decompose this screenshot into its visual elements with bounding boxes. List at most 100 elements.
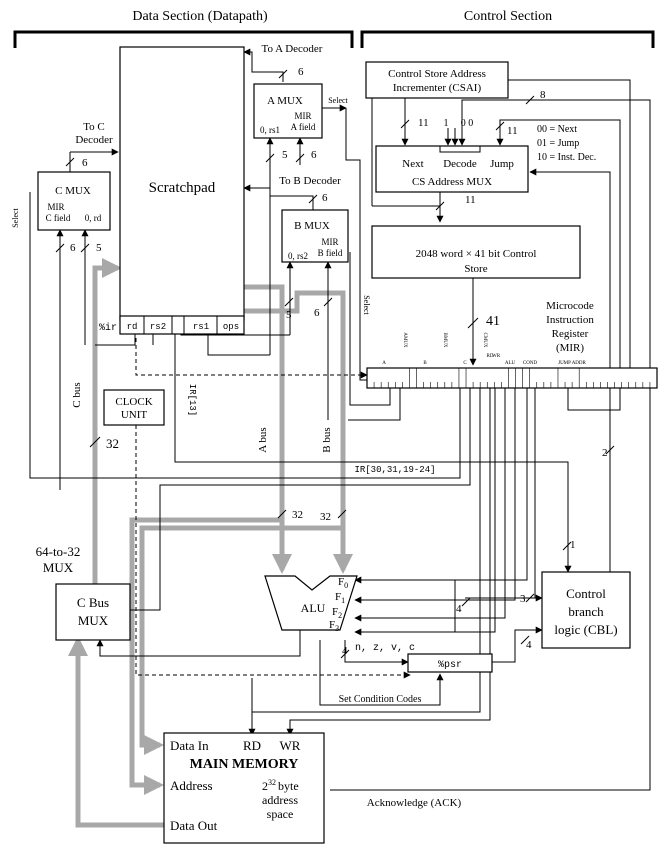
cs-mux-decode: Decode: [443, 158, 477, 170]
svg-text:A bus: A bus: [257, 427, 269, 452]
mir-field-c: C: [463, 361, 467, 366]
scratchpad-label: Scratchpad: [149, 180, 216, 196]
clock-label-1: CLOCK: [115, 396, 152, 408]
mm-address: Address: [170, 778, 213, 793]
cs-address-mux-box: [375, 145, 529, 193]
signal-labels: To A Decoder To C Decoder To B Decoder S…: [11, 43, 462, 809]
cs-mux-title: CS Address MUX: [412, 176, 492, 188]
c-bus-mux-box: [55, 583, 131, 641]
c-bus-mux-label-1: C Bus: [77, 595, 109, 610]
csai-box: [365, 61, 509, 99]
svg-text:32: 32: [106, 436, 119, 451]
scratchpad-box: [119, 46, 245, 321]
svg-text:6: 6: [298, 66, 304, 78]
mm-data-in: Data In: [170, 738, 209, 753]
b-mux-label: B MUX: [294, 220, 330, 232]
svg-text:4: 4: [456, 603, 462, 615]
mir-label-1: Microcode: [546, 300, 594, 312]
svg-text:41: 41: [486, 314, 500, 329]
cbl-label-3: logic (CBL): [554, 622, 617, 637]
csai-label-1: Control Store Address: [388, 68, 486, 80]
data-out-to-cbus-mux: [68, 636, 164, 828]
b-bus-to-data-in: [139, 525, 343, 755]
data-section-header: Data Section (Datapath): [132, 9, 268, 24]
mux-64-32-label-1: 64-to-32: [36, 544, 81, 559]
svg-text:F0: F0: [338, 576, 348, 590]
mir-label-3: Register: [552, 328, 589, 340]
mir-field-cond: COND: [523, 361, 538, 366]
c-bus-line: [92, 258, 122, 585]
svg-text:F1: F1: [335, 591, 345, 605]
mir-field-cmux: CMUX: [482, 332, 487, 347]
svg-text:C bus: C bus: [71, 382, 83, 407]
svg-text:3: 3: [520, 593, 526, 605]
set-cc-label: Set Condition Codes: [339, 694, 422, 705]
const-zero-zero: 0 0: [461, 118, 474, 129]
b-bus-line: [243, 290, 353, 574]
mir-field-alu: ALU: [505, 361, 516, 366]
svg-text:To C: To C: [83, 121, 105, 133]
const-one: 1: [444, 118, 449, 129]
psr-label: %psr: [438, 660, 462, 671]
svg-text:4: 4: [526, 639, 532, 651]
alu-func-bracket: [448, 579, 456, 633]
clock-unit-box: [103, 389, 165, 426]
ir-label: %ir: [99, 322, 117, 334]
svg-text:To A Decoder: To A Decoder: [262, 43, 323, 55]
svg-text:32: 32: [320, 511, 331, 523]
svg-text:6: 6: [322, 192, 328, 204]
svg-text:Decoder: Decoder: [75, 134, 113, 146]
mm-rd: RD: [243, 738, 261, 753]
width-slash-marks: [55, 69, 615, 659]
bus-lines: [68, 258, 353, 828]
mm-title: MAIN MEMORY: [190, 757, 299, 772]
mir-field-a: A: [382, 361, 386, 366]
mm-space-line-3: space: [267, 807, 294, 821]
svg-text:B bus: B bus: [321, 427, 333, 452]
svg-text:5: 5: [282, 149, 288, 161]
ir-register: %ir rd rs2 rs1 ops: [99, 315, 245, 335]
svg-text:11: 11: [465, 194, 476, 206]
svg-text:32: 32: [292, 509, 303, 521]
cs-mux-jump: Jump: [490, 158, 514, 170]
b-mux-field: B field: [318, 248, 343, 258]
csai-label-2: Incrementer (CSAI): [393, 82, 482, 94]
svg-text:2: 2: [602, 447, 608, 459]
ir-rd-field: rd: [127, 322, 138, 332]
mir-field-jump: JUMP ADDR: [558, 361, 586, 366]
a-mux-field: A field: [291, 122, 316, 132]
c-mux-mir: MIR: [47, 202, 64, 212]
c-bus-mux-label-2: MUX: [78, 613, 109, 628]
nzvc-label: n, z, v, c: [355, 643, 415, 654]
svg-text:Acknowledge (ACK): Acknowledge (ACK): [367, 797, 462, 809]
svg-text:Select: Select: [328, 96, 348, 105]
data-section-bracket: [13, 30, 354, 48]
svg-text:5: 5: [286, 309, 292, 321]
svg-text:4: 4: [342, 645, 348, 657]
svg-text:Select: Select: [362, 295, 371, 315]
mir-field-rd: RD: [487, 354, 494, 359]
code-next: 00 = Next: [537, 124, 577, 135]
svg-text:F2: F2: [332, 606, 342, 620]
cs-mux-next: Next: [402, 158, 423, 170]
c-mux-rd: 0, rd: [85, 213, 102, 223]
a-bus-line: [243, 284, 292, 574]
control-section-header: Control Section: [464, 9, 552, 24]
decode-bracket: [439, 146, 481, 153]
code-jump: 01 = Jump: [537, 138, 579, 149]
cbl-label-1: Control: [566, 586, 606, 601]
svg-text:11: 11: [507, 125, 518, 137]
mir-field-b: B: [423, 361, 427, 366]
cbl-label-2: branch: [568, 604, 604, 619]
svg-text:Select: Select: [11, 207, 20, 227]
a-mux-rs1: 0, rs1: [260, 125, 280, 135]
mir-field-bmux: BMUX: [442, 332, 447, 347]
a-mux-mir: MIR: [294, 111, 311, 121]
ir-ops-field: ops: [223, 322, 239, 332]
alu-label: ALU: [301, 601, 326, 615]
mir-register: A AMUX B BMUX C CMUX RD WR ALU COND JUMP…: [366, 332, 658, 389]
c-mux-field: C field: [46, 213, 71, 223]
c-mux-box: [37, 171, 111, 231]
